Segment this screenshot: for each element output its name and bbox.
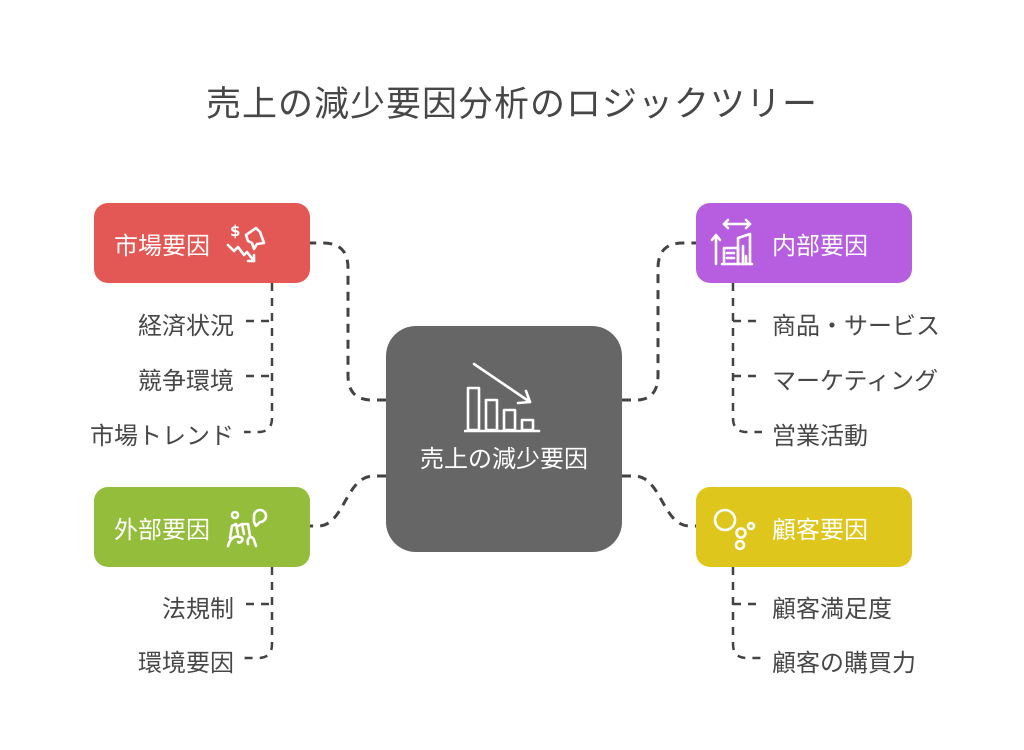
node-center-root[interactable]: 売上の減少要因 <box>386 326 622 552</box>
leaf-external-1[interactable]: 法規制 <box>162 595 234 623</box>
connector-internal-trunk <box>731 283 762 434</box>
connector-external-trunk <box>244 567 274 660</box>
leaf-market-1[interactable]: 経済状況 <box>138 312 234 340</box>
node-label: 内部要因 <box>772 231 868 260</box>
node-market-factors[interactable]: 市場要因 $ <box>94 203 310 283</box>
leaf-market-2[interactable]: 競争環境 <box>138 367 234 395</box>
connector-center-market <box>310 241 386 402</box>
node-label: 市場要因 <box>114 231 210 260</box>
declining-bar-chart-icon <box>464 362 541 433</box>
connector-center-external <box>310 474 386 528</box>
node-internal-factors[interactable]: 内部要因 <box>696 203 912 283</box>
node-label: 顧客要因 <box>772 515 868 544</box>
leaf-market-3[interactable]: 市場トレンド <box>90 422 234 450</box>
leaf-internal-1[interactable]: 商品・サービス <box>772 312 940 340</box>
leaf-external-2[interactable]: 環境要因 <box>138 649 234 677</box>
diagram-title: 売上の減少要因分析のロジックツリー <box>205 85 818 125</box>
svg-text:$: $ <box>230 222 240 240</box>
people-idea-icon <box>226 508 268 548</box>
leaf-internal-3[interactable]: 営業活動 <box>772 422 868 450</box>
node-customer-factors[interactable]: 顧客要因 <box>696 487 912 567</box>
building-growth-icon <box>710 218 754 266</box>
connector-market-trunk <box>244 283 274 434</box>
declining-money-megaphone-icon: $ <box>226 222 266 263</box>
node-label: 外部要因 <box>114 515 210 544</box>
leaf-customer-2[interactable]: 顧客の購買力 <box>772 649 916 677</box>
node-label: 売上の減少要因 <box>420 445 588 473</box>
connector-customer-trunk <box>731 567 762 660</box>
connector-center-internal <box>622 241 696 402</box>
leaf-internal-2[interactable]: マーケティング <box>772 367 939 395</box>
bubbles-icon <box>713 508 756 551</box>
leaf-customer-1[interactable]: 顧客満足度 <box>772 595 892 623</box>
node-external-factors[interactable]: 外部要因 <box>94 487 310 567</box>
connector-center-customer <box>622 474 696 528</box>
